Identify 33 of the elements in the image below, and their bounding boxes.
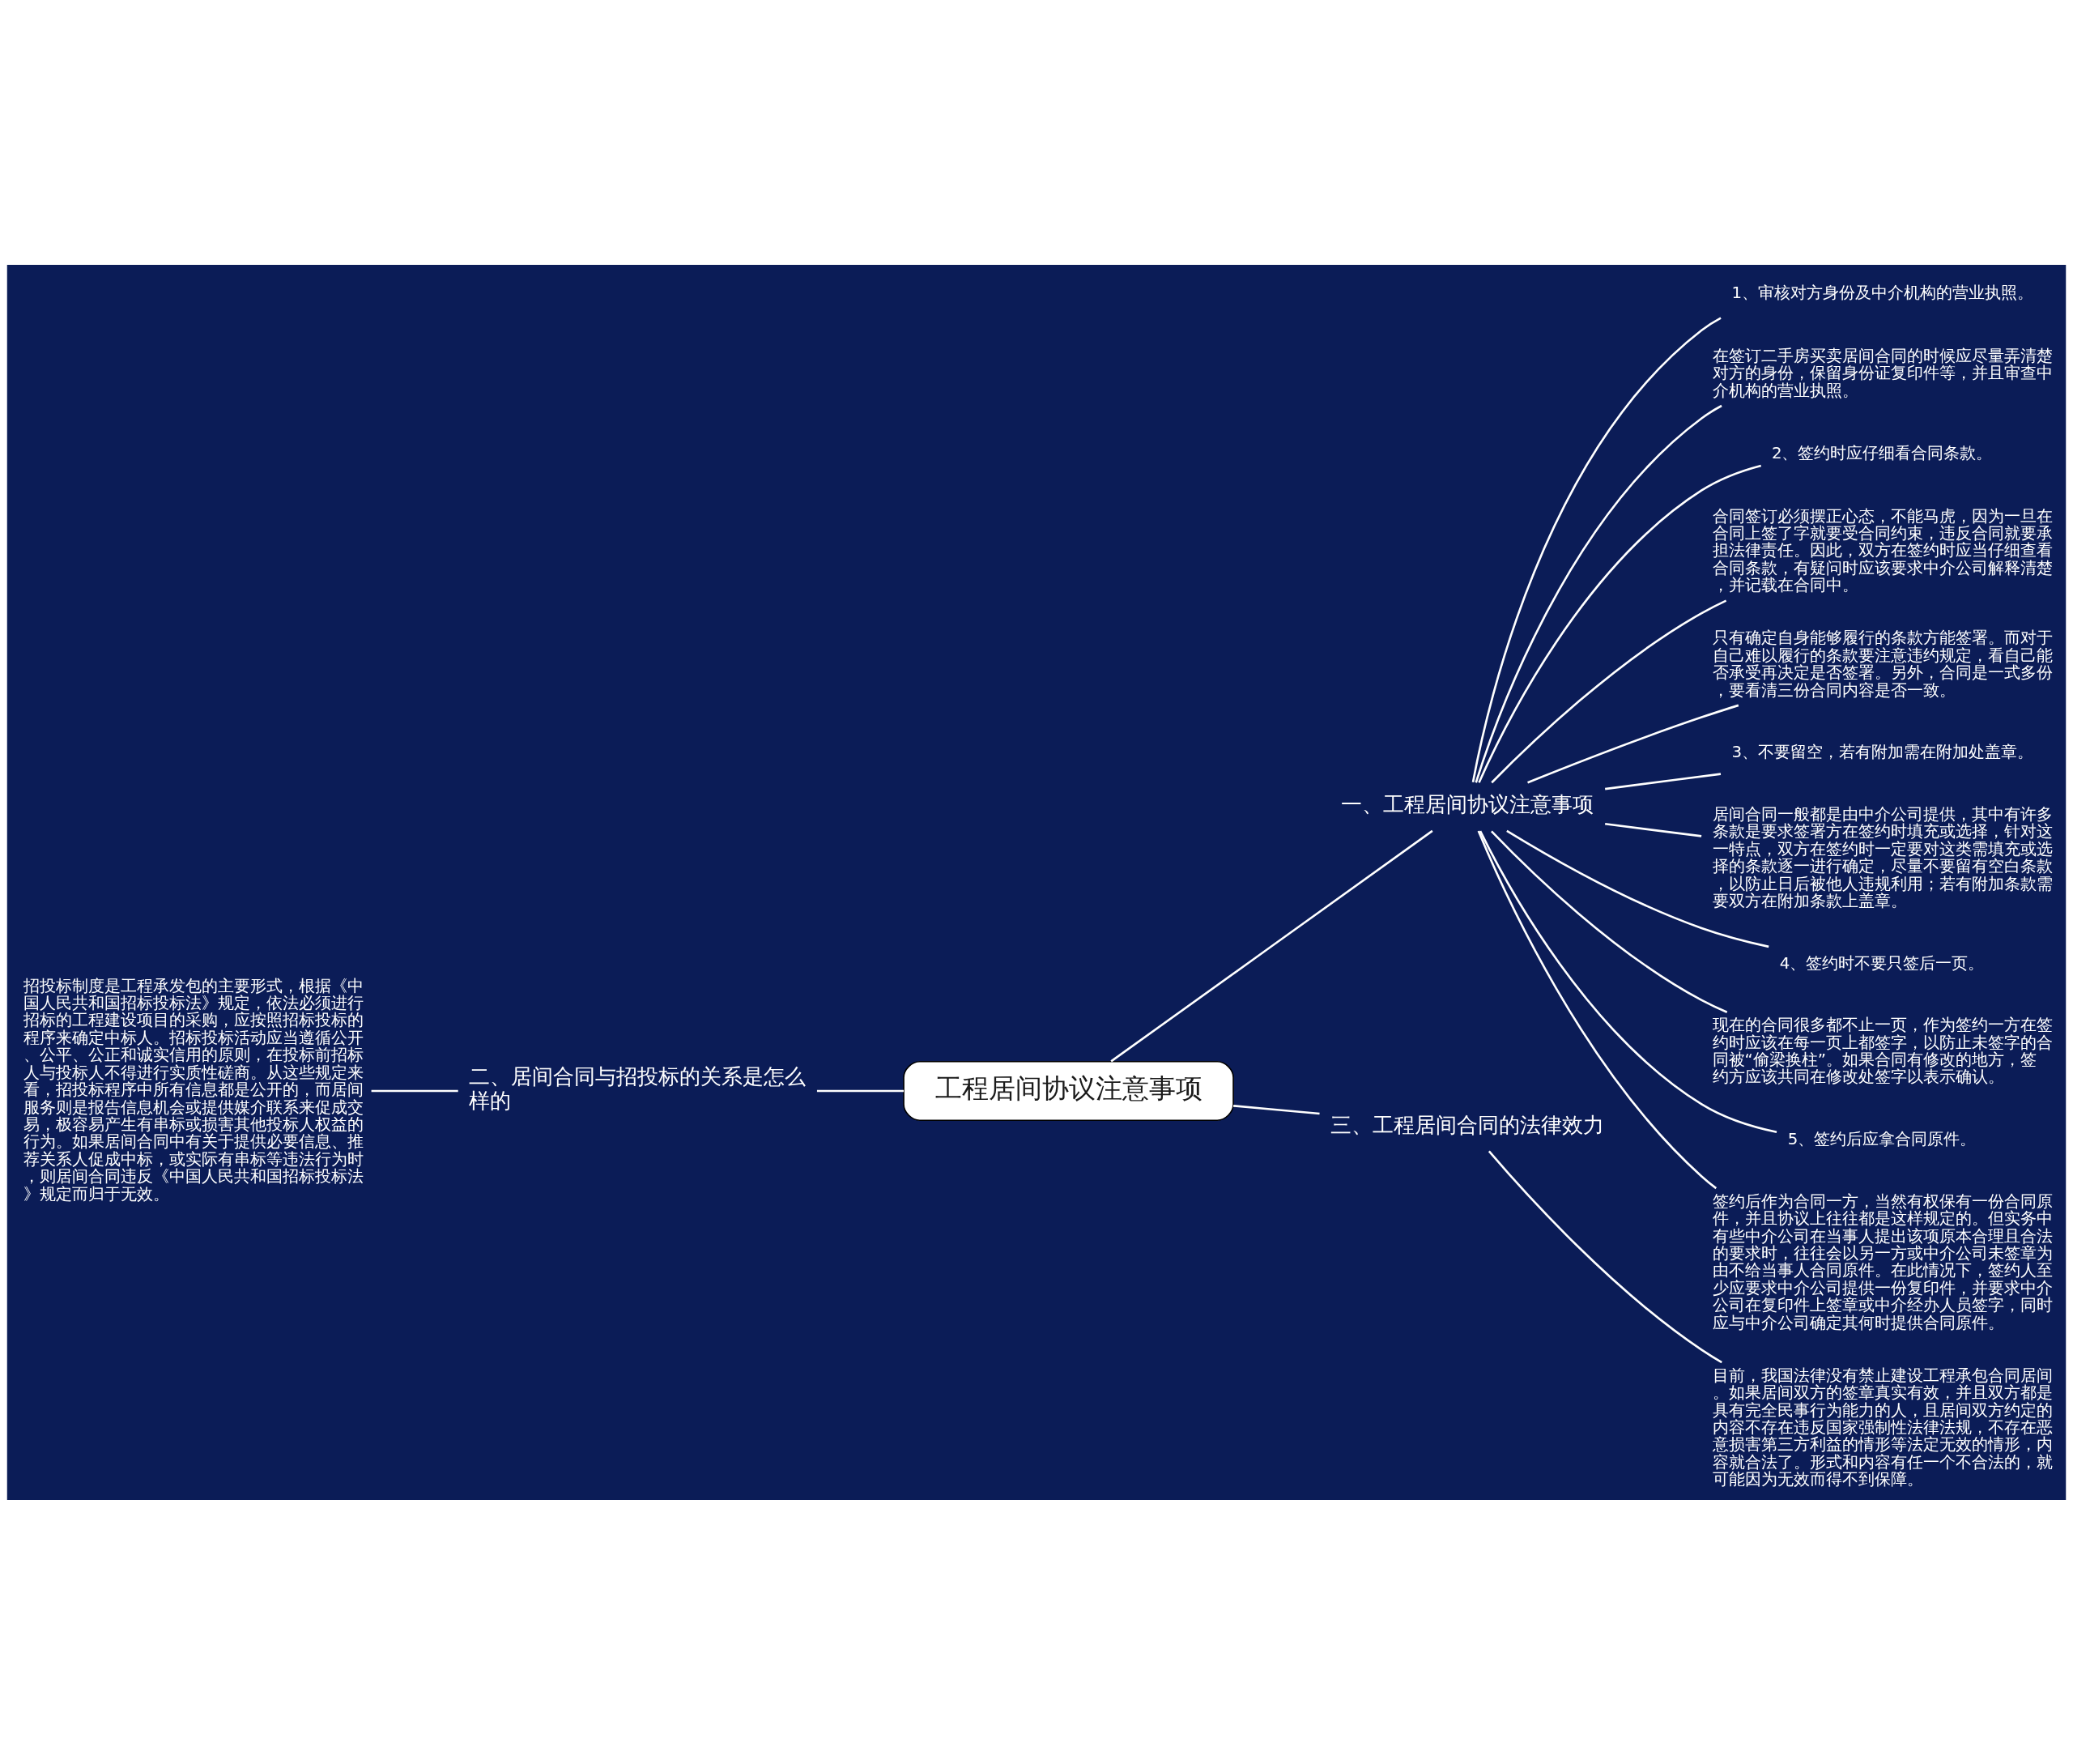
connector (1605, 772, 1722, 790)
node-text: 5、签约后应拿合同原件。 (1787, 1129, 1977, 1148)
node-text: 只有确定自身能够履行的条款方能签署。而对于自己难以履行的条款要注意违约规定，看自己能否承受再决定是否签署。另外，合同是一式多份，要看清三份合同内容是否一致。 (1712, 628, 2053, 700)
node-text: 4、签约时不要只签后一页。 (1779, 953, 1985, 973)
node-text: 2、签约时应仔细看合同条款。 (1771, 443, 1993, 462)
node-text: 3、不要留空，若有附加需在附加处盖章。 (1731, 742, 2034, 761)
node-text: 目前，我国法律没有禁止建设工程承包合同居间。如果居间双方的签章真实有效，并且双方都是具有完全民事行为能力的人，且居间双方约定的内容不存在违反国家强制性法律法规，不存在恶意损害第三方利益的情形等法定无效的情形，内容就合法了。形式和内容有任一个不合法的，就可能因为无效而得不到保障。 (1712, 1366, 2053, 1489)
connector (1232, 1104, 1320, 1114)
connector (1491, 599, 1727, 783)
connector (1471, 316, 1722, 782)
connector (1488, 1150, 1722, 1363)
connector (1527, 704, 1739, 783)
node-text: 招投标制度是工程承发包的主要形式，根据《中国人民共和国招标投标法》规定，依法必须进行招标的工程建设项目的采购，应按照招标投标的程序来确定中标人。招标投标活动应当遵循公开、公平、公正和诚实信用的原则，在投标前招标人与投标人不得进行实质性磋商。从这些规定来看，招投标程序中所有信息都是公开的，而居间服务则是报告信息机会或提供媒介联系来促成交易，极容易产生有串标或损害其他投标人权益的行为。如果居间合同中有关于提供必要信息、推荐关系人促成中标，或实际有串标等违法行为时，则居间合同违反《中国人民共和国招标投标法》规定而归于无效。 (23, 976, 364, 1204)
node-text: 居间合同一般都是由中介公司提供，其中有许多条款是要求签署方在签约时填充或选择，针对这一特点，双方在签约时一定要对这类需填充或选择的条款逐一进行确定，尽量不要留有空白条款，以防止日后被他人违规利用；若有附加条款需要双方在附加条款上盖章。 (1712, 804, 2053, 910)
connector (1506, 829, 1769, 948)
connector (1110, 829, 1433, 1062)
node-text: 1、审核对方身份及中介机构的营业执照。 (1731, 283, 2034, 302)
connector (816, 1089, 905, 1092)
connector (1479, 830, 1777, 1133)
connector (1478, 464, 1762, 783)
connector (1490, 829, 1728, 1013)
node-text: 合同签订必须摆正心态，不能马虎，因为一旦在合同上签了字就要受合同约束，违反合同就要承担法律责任。因此，双方在签约时应当仔细查看合同条款，有疑问时应该要求中介公司解释清楚，并记载在合同中。 (1712, 506, 2053, 594)
node-box: 工程居间协议注意事项 (903, 1060, 1234, 1121)
connector (1605, 822, 1702, 837)
node-text: 在签订二手房买卖居间合同的时候应尽量弄清楚对方的身份，保留身份证复印件等，并且审查中介机构的营业执照。 (1712, 346, 2053, 400)
node-text: 二、居间合同与招投标的关系是怎么样的 (468, 1063, 806, 1113)
connector (1477, 830, 1718, 1189)
connector (1475, 404, 1722, 783)
node-text: 签约后作为合同一方，当然有权保有一份合同原件，并且协议上往往都是这样规定的。但实务中有些中介公司在当事人提出该项原本合理且合法的要求时，往往会以另一方或中介公司未签章为由不给当事人合同原件。在此情况下，签约人至少应要求中介公司提供一份复印件，并要求中介公司在复印件上签章或中介经办人员签字，同时应与中介公司确定其何时提供合同原件。 (1712, 1191, 2053, 1332)
connector (371, 1089, 458, 1092)
node-text: 一、工程居间协议注意事项 (1340, 791, 1594, 816)
node-text: 三、工程居间合同的法律效力 (1330, 1112, 1605, 1137)
node-text: 现在的合同很多都不止一页，作为签约一方在签约时应该在每一页上都签字，以防止未签字的合同被“偷梁换柱”。如果合同有修改的地方，签约方应该共同在修改处签字以表示确认。 (1712, 1015, 2053, 1086)
